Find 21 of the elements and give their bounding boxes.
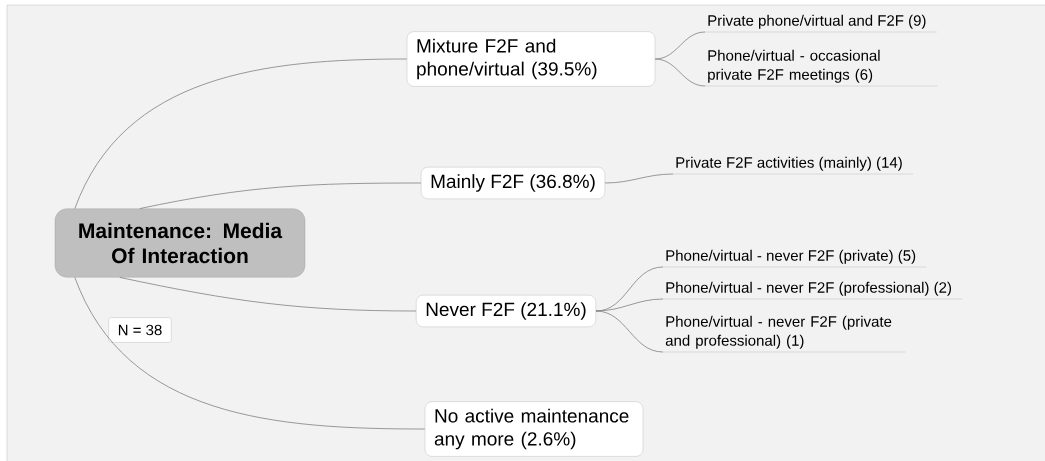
central-topic-box: Maintenance: Media Of Interaction — [54, 208, 306, 278]
connector-line — [139, 182, 422, 209]
connector-line — [119, 277, 417, 312]
subtopic-label: Private F2F activities (mainly) (14) — [672, 156, 914, 175]
topic-box: Mainly F2F (36.8%) — [420, 166, 606, 200]
topic-box: Never F2F (21.1%) — [416, 294, 596, 328]
connector-line — [654, 58, 706, 87]
subtopic-label: Phone/virtual - occasional private F2F meetings (6) — [704, 49, 938, 87]
connector-line — [74, 277, 426, 430]
subtopic-label: Phone/virtual - never F2F (private and professional) (1) — [662, 315, 906, 353]
connector-line — [74, 58, 408, 209]
subtopic-label: Private phone/virtual and F2F (9) — [704, 14, 937, 33]
note-box: N = 38 — [108, 317, 172, 343]
connector-line — [595, 298, 664, 312]
connector-line — [654, 31, 706, 60]
subtopic-label: Phone/virtual - never F2F (private) (5) — [662, 249, 927, 268]
connector-line — [604, 173, 674, 184]
topic-box: Mixture F2F and phone/virtual (39.5%) — [406, 31, 656, 87]
subtopic-label: Phone/virtual - never F2F (professional) (2) — [662, 281, 963, 300]
topic-box: No active maintenance any more (2.6%) — [424, 401, 644, 457]
connector-line — [595, 310, 664, 353]
